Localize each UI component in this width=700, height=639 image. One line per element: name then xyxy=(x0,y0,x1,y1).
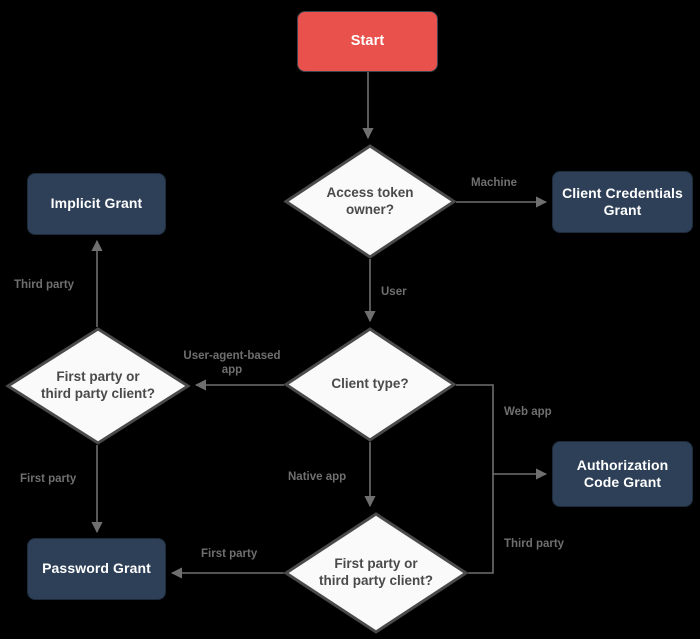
node-password-grant[interactable]: Password Grant xyxy=(27,538,166,600)
diamond-shape xyxy=(283,512,469,634)
node-authorization-code-grant[interactable]: Authorization Code Grant xyxy=(552,441,693,507)
diamond-shape xyxy=(283,144,457,259)
edge-label-user: User xyxy=(381,286,407,298)
diamond-shape xyxy=(283,327,457,442)
node-party-client-bottom[interactable]: First party or third party client? xyxy=(283,512,469,634)
node-access-token-owner[interactable]: Access token owner? xyxy=(283,144,457,259)
node-password-grant-label: Password Grant xyxy=(42,560,151,577)
edge-label-native-app: Native app xyxy=(288,471,347,483)
node-client-credentials-grant[interactable]: Client Credentials Grant xyxy=(552,171,693,233)
edge-label-machine: Machine xyxy=(471,177,518,189)
edge-label-first-party-bottom: First party xyxy=(201,548,258,560)
edge-label-web-app: Web app xyxy=(504,406,552,418)
node-client-credentials-grant-label: Client Credentials Grant xyxy=(562,184,683,218)
edge-client-type-to-auth-code xyxy=(456,384,548,480)
node-authorization-code-grant-label: Authorization Code Grant xyxy=(576,456,669,490)
diamond-shape xyxy=(5,327,191,445)
edge-label-third-party-top: Third party xyxy=(14,279,75,291)
node-client-type[interactable]: Client type? xyxy=(283,327,457,442)
node-start-label: Start xyxy=(350,32,385,49)
node-implicit-grant[interactable]: Implicit Grant xyxy=(27,173,166,235)
edge-party-bottom-to-auth-code xyxy=(468,474,494,574)
node-start[interactable]: Start xyxy=(297,11,438,72)
node-party-client-top[interactable]: First party or third party client? xyxy=(5,327,191,445)
edge-label-first-party-top: First party xyxy=(20,473,77,485)
node-implicit-grant-label: Implicit Grant xyxy=(50,195,143,212)
edge-label-user-agent-based-app: User-agent-based app xyxy=(183,350,281,376)
edge-label-third-party-bottom: Third party xyxy=(504,538,565,550)
